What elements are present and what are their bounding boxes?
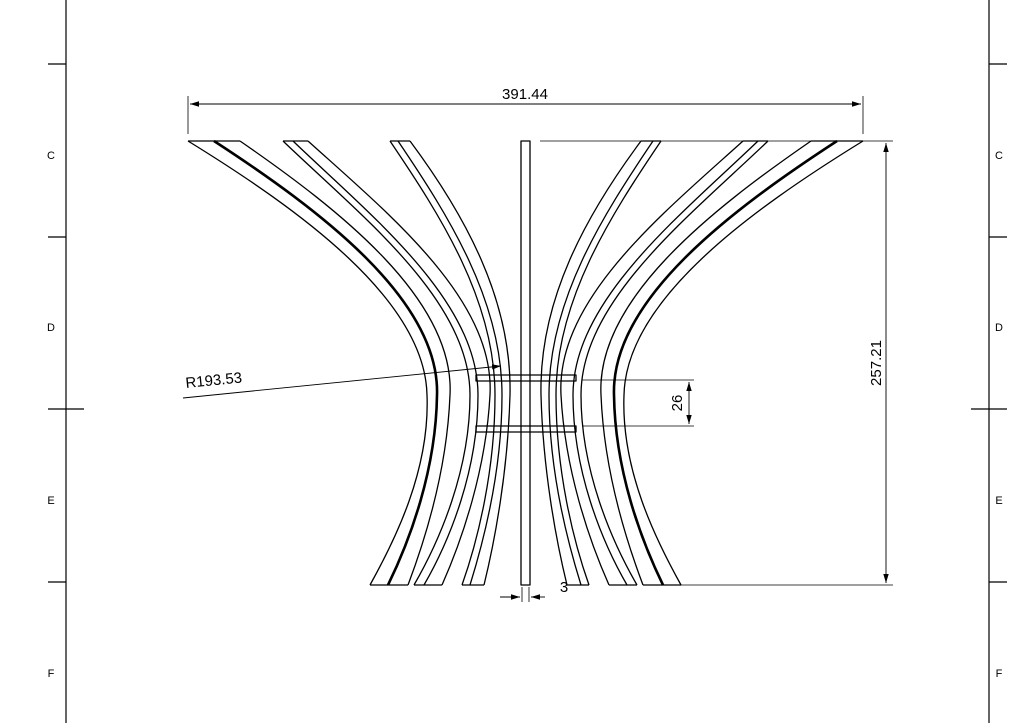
zone-label-left-d: D xyxy=(47,322,55,334)
zone-label-left-c: C xyxy=(47,150,55,162)
dimension-overall-width: 391.44 xyxy=(187,86,864,134)
dimension-label-height: 257.21 xyxy=(868,340,885,386)
sheet-frame xyxy=(48,0,1007,723)
zone-label-right-f: F xyxy=(996,668,1003,680)
center-plate xyxy=(520,140,531,586)
dimension-thickness: 3 xyxy=(500,579,568,602)
curved-leg-right-half xyxy=(539,139,865,587)
dimension-label-radius: R193.53 xyxy=(185,369,243,392)
zone-label-left-e: E xyxy=(47,495,54,507)
dimension-radius: R193.53 xyxy=(182,364,502,399)
zone-labels: C D E F C D E F xyxy=(47,150,1003,680)
zone-label-right-e: E xyxy=(995,495,1002,507)
zone-label-right-d: D xyxy=(995,322,1003,334)
zone-label-left-f: F xyxy=(48,668,55,680)
curved-leg-left-half xyxy=(187,139,511,586)
dimension-overall-height: 257.21 xyxy=(540,140,893,586)
dimension-label-thickness: 3 xyxy=(560,579,568,596)
cross-connectors xyxy=(475,374,577,433)
dimension-label-width: 391.44 xyxy=(502,86,548,103)
zone-label-right-c: C xyxy=(995,150,1003,162)
dimension-slot-spacing: 26 xyxy=(582,379,694,427)
dimension-label-slot-spacing: 26 xyxy=(669,395,686,412)
